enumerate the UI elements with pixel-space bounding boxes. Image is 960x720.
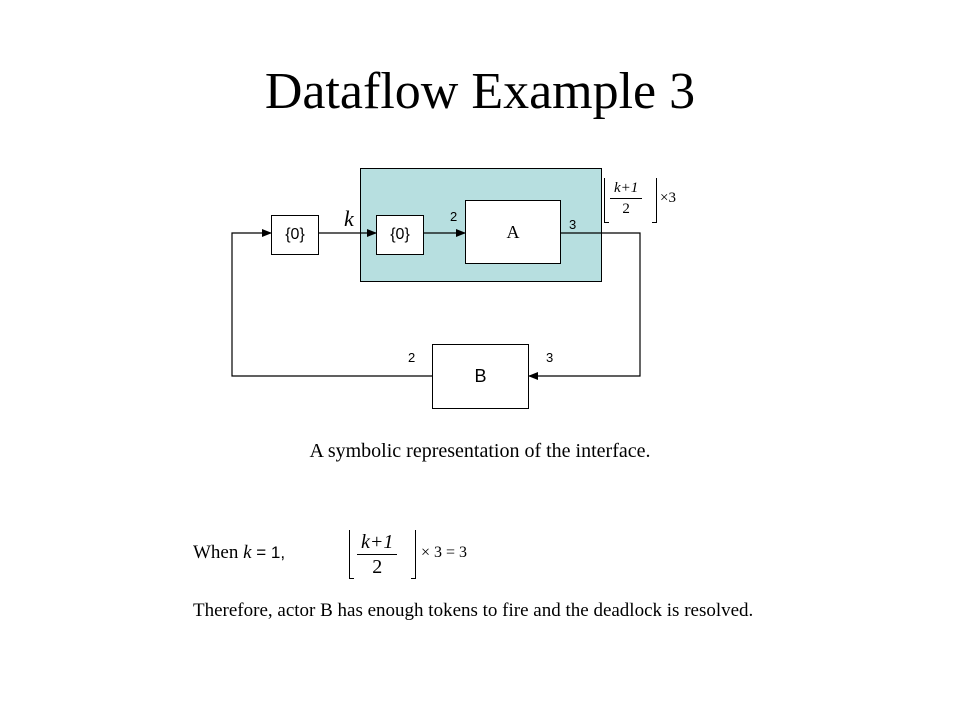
formula-when-denominator: 2 <box>372 556 383 578</box>
when-prefix: When <box>193 542 244 563</box>
formula-top-numerator: k+1 <box>610 178 643 199</box>
when-statement: When k = 1, <box>193 539 285 567</box>
when-k: k <box>243 542 252 563</box>
formula-when-result: × 3 = 3 <box>421 544 468 561</box>
actor-b: B <box>432 344 529 409</box>
actor-a: A <box>465 200 561 264</box>
formula-when: k+1 2 × 3 = 3 <box>343 526 483 582</box>
rate-b-in: 3 <box>546 350 554 365</box>
rate-a-out: 3 <box>569 217 577 232</box>
formula-top: k+1 2 ×3 <box>600 176 690 226</box>
conclusion-text: Therefore, actor B has enough tokens to … <box>193 600 754 621</box>
formula-top-multiplier: ×3 <box>660 190 676 206</box>
when-suffix: = 1, <box>251 543 286 562</box>
variable-k: k <box>344 206 354 231</box>
token-inner: {0} <box>376 215 424 255</box>
edge-a-to-b <box>528 232 641 380</box>
page-title: Dataflow Example 3 <box>264 63 696 120</box>
rate-a-in: 2 <box>450 209 458 224</box>
rate-b-out: 2 <box>408 350 416 365</box>
token-outer: {0} <box>271 215 319 255</box>
edge-b-to-token <box>231 229 432 377</box>
diagram-caption: A symbolic representation of the interfa… <box>309 440 651 462</box>
formula-when-numerator: k+1 <box>357 530 398 555</box>
formula-top-denominator: 2 <box>622 201 630 217</box>
